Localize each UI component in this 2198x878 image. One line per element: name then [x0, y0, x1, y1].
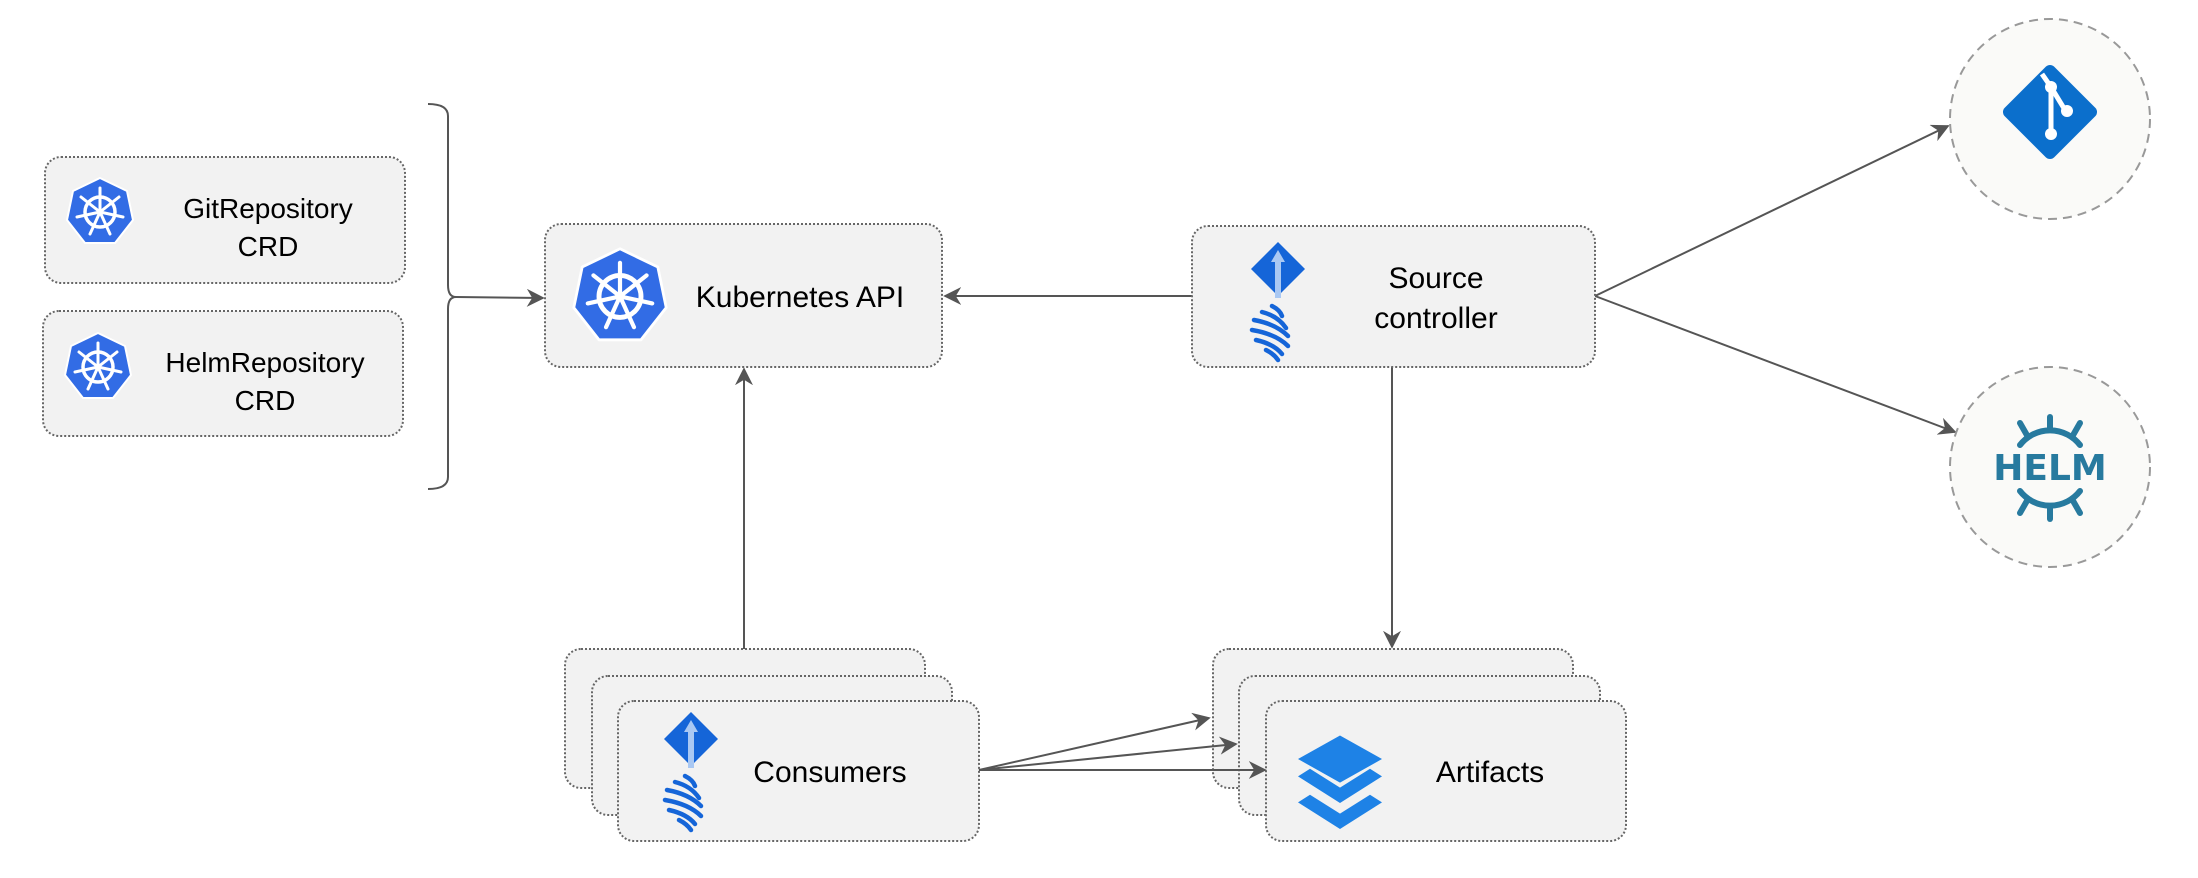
edge-source-to-helm	[1594, 295, 1957, 435]
edge-consumers-to-artifacts-2	[978, 736, 1238, 771]
git-icon	[2002, 64, 2098, 160]
node-helm[interactable]: HELM	[1949, 366, 2151, 568]
helm-icon: HELM	[1993, 414, 2107, 522]
node-label: GitRepository	[183, 193, 353, 224]
edge-consumers-to-artifacts-1	[978, 712, 1211, 771]
node-helmrepository-crd[interactable]: HelmRepository CRD	[42, 310, 404, 437]
node-label: Consumers	[753, 756, 906, 789]
node-label: Kubernetes API	[696, 281, 904, 314]
edge-crds-to-k8s-api	[455, 288, 545, 307]
node-gitrepository-crd[interactable]: GitRepository CRD	[44, 156, 406, 284]
crd-brace	[427, 103, 457, 490]
helm-logo-text: HELM	[1993, 448, 2106, 489]
node-label: controller	[1374, 302, 1497, 335]
node-label: CRD	[238, 231, 299, 262]
node-label: Artifacts	[1436, 756, 1544, 789]
edge-source-to-git	[1594, 124, 1950, 297]
node-label: Source	[1388, 262, 1483, 295]
node-label: CRD	[235, 385, 296, 416]
node-git[interactable]	[1949, 18, 2151, 220]
node-artifacts[interactable]: Artifacts	[1212, 648, 1627, 842]
node-label: HelmRepository	[165, 347, 364, 378]
node-source-controller[interactable]: Source controller	[1191, 225, 1596, 368]
node-consumers[interactable]: Consumers	[564, 648, 980, 842]
node-kubernetes-api[interactable]: Kubernetes API	[544, 223, 943, 368]
